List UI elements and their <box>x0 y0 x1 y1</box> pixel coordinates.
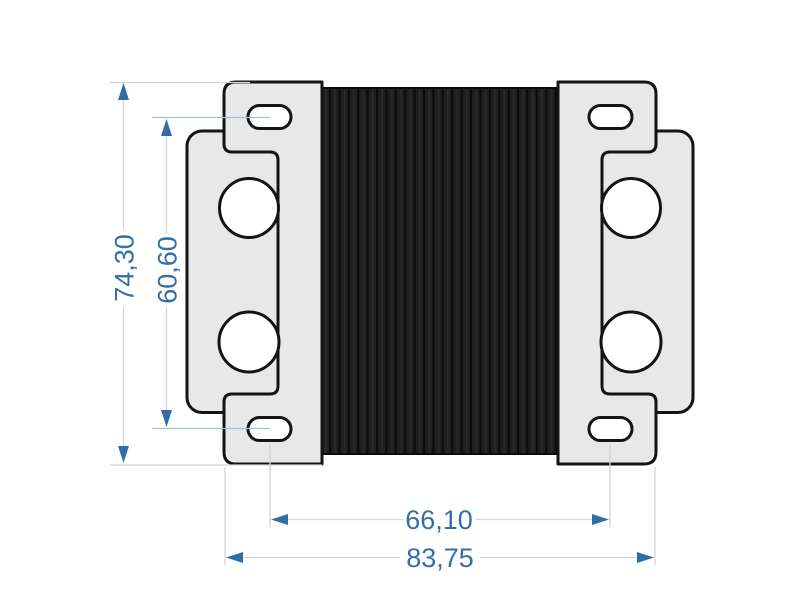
arrow-left-icon <box>271 514 288 525</box>
dimension-label-overall-height: 74,30 <box>110 234 140 302</box>
arrow-right-icon <box>637 552 654 563</box>
left-plate-hole-top <box>218 177 280 239</box>
arrow-left-icon <box>226 552 243 563</box>
arrow-up-icon <box>161 119 172 136</box>
laminated-core <box>321 87 559 455</box>
core-body <box>321 87 559 455</box>
left-plate-hole-bottom <box>217 310 281 374</box>
dimension-overall-width: 83,75 <box>226 543 654 573</box>
dimension-slot-spacing-horizontal: 66,10 <box>271 505 609 535</box>
left-bracket-rail <box>222 80 324 466</box>
right-plate-hole-top <box>600 177 662 239</box>
dimension-slot-spacing-vertical: 60,60 <box>153 119 183 427</box>
dimension-label-slot-spacing-horizontal: 66,10 <box>405 505 473 535</box>
dimension-label-overall-width: 83,75 <box>406 543 474 573</box>
right-bracket <box>556 80 695 466</box>
right-plate-hole-bottom <box>599 310 663 374</box>
arrow-down-icon <box>161 410 172 427</box>
left-bracket <box>185 80 324 466</box>
right-tab-slot-top <box>587 104 634 130</box>
arrow-up-icon <box>118 83 129 100</box>
right-tab-slot-bottom <box>587 416 634 442</box>
dimension-label-slot-spacing-vertical: 60,60 <box>153 236 183 304</box>
arrow-down-icon <box>118 446 129 463</box>
right-bracket-rail <box>556 80 658 466</box>
dimension-annotations: 74,30 60,60 66,10 83,75 <box>110 81 656 573</box>
dimension-overall-height: 74,30 <box>110 83 140 463</box>
arrow-right-icon <box>592 514 609 525</box>
